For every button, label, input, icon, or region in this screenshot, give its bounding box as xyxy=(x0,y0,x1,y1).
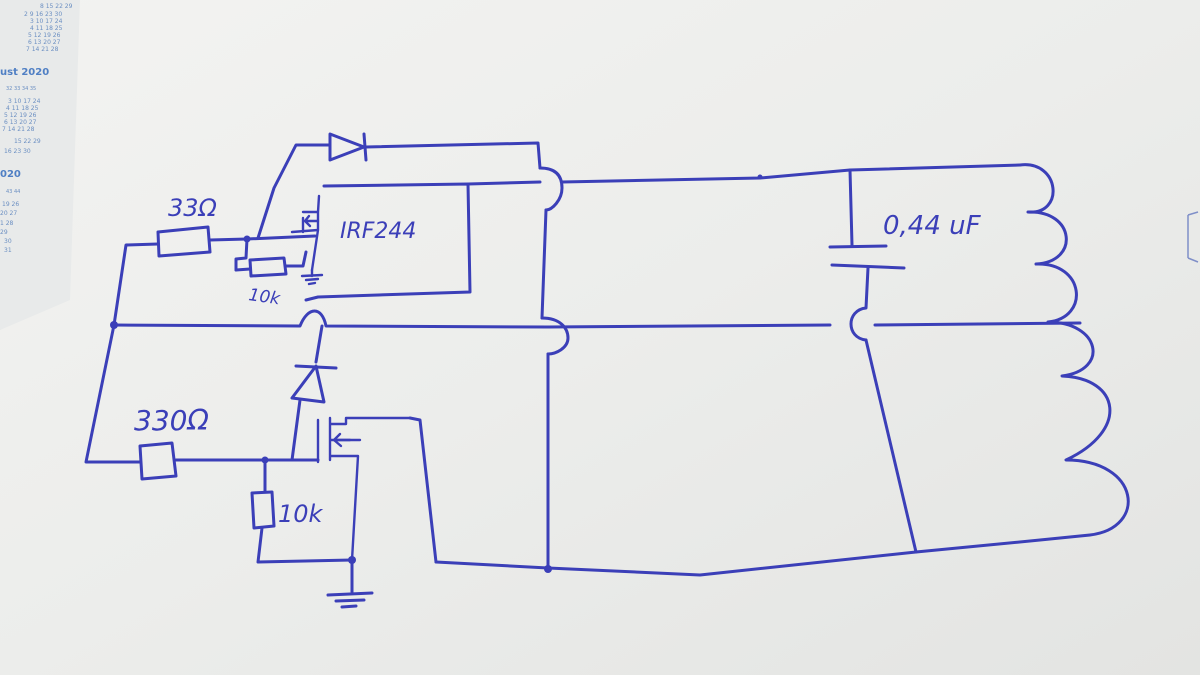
wire-10k-upper-right xyxy=(234,250,308,272)
cal-row: 5 12 19 26 xyxy=(28,32,61,39)
wire-diode-lower-top xyxy=(314,324,324,364)
wire-cap-top xyxy=(848,168,854,247)
mosfet-upper xyxy=(290,194,321,272)
cal-row: 7 14 21 28 xyxy=(2,126,35,133)
ground-upper xyxy=(300,268,324,286)
label-resistor-33: 33Ω xyxy=(168,194,218,222)
mosfet-box-upper xyxy=(304,182,472,302)
circuit-labels: 33Ω 10k IRF244 0,44 uF 330Ω 10k xyxy=(134,194,982,528)
wire-10k-lower-bottom xyxy=(256,526,354,564)
bottom-rail xyxy=(434,550,918,577)
cal-row: 1 28 xyxy=(0,220,14,227)
wire-mosfet-lower-drain xyxy=(408,416,438,564)
cal-row: 7 14 21 28 xyxy=(26,46,59,53)
ground-lower xyxy=(326,558,374,609)
cal-row: 15 22 29 xyxy=(14,138,41,145)
wire-10k-upper-left xyxy=(234,237,249,272)
hop-top-rail xyxy=(538,166,564,212)
edge-mark xyxy=(1187,211,1199,263)
label-capacitor: 0,44 uF xyxy=(883,211,982,241)
cal-row: 4 11 18 25 xyxy=(6,105,39,112)
capacitor-plate-top xyxy=(828,244,888,249)
label-resistor-10k-upper: 10k xyxy=(247,285,282,309)
calendar-print: 8 15 22 29 2 9 16 23 30 3 10 17 24 4 11 … xyxy=(0,3,73,254)
diode-lower-body xyxy=(290,364,326,404)
cal-row: 20 27 xyxy=(0,210,17,217)
label-resistor-10k-lower: 10k xyxy=(278,500,324,528)
cal-row: 6 13 20 27 xyxy=(28,39,61,46)
wire-cap-to-bottom xyxy=(864,338,918,554)
calendar-month: ust 2020 xyxy=(0,67,49,78)
cal-row: 5 12 19 26 xyxy=(4,112,37,119)
middle-rail-right xyxy=(873,321,1082,327)
wire-cap-bottom-hop xyxy=(849,266,870,342)
coil-inductor xyxy=(914,163,1130,554)
cal-row: 4 11 18 25 xyxy=(30,25,63,32)
wire-diode-lower-bottom xyxy=(290,398,302,462)
calendar-month: 020 xyxy=(0,169,21,180)
label-resistor-330: 330Ω xyxy=(134,404,209,437)
cal-row: 19 26 xyxy=(2,201,19,208)
resistor-10k-upper xyxy=(248,256,288,278)
wire-left-lower xyxy=(84,323,142,464)
bus-vertical-upper xyxy=(540,208,548,320)
resistor-10k-lower xyxy=(250,490,276,530)
cal-row: 2 9 16 23 30 xyxy=(24,11,62,18)
mosfet-lower-arrow xyxy=(332,432,352,448)
cal-row: 3 10 17 24 xyxy=(30,18,63,25)
middle-rail xyxy=(112,309,832,329)
cal-row: 3 10 17 24 xyxy=(8,98,41,105)
cal-row: 31 xyxy=(4,247,12,254)
cal-row: 30 xyxy=(4,238,12,245)
resistor-330-ohm xyxy=(138,441,178,481)
diode-upper-body xyxy=(328,132,366,162)
calendar-weeks: 43 44 xyxy=(6,189,20,195)
hop-middle-bus xyxy=(540,316,570,356)
circuit-drawing xyxy=(84,132,1130,609)
calendar-sheet xyxy=(0,0,95,330)
label-mosfet-type: IRF244 xyxy=(340,219,416,244)
resistor-33-ohm xyxy=(156,225,212,258)
top-rail xyxy=(466,163,1022,186)
cal-row: 29 xyxy=(0,229,8,236)
cal-row: 6 13 20 27 xyxy=(4,119,37,126)
mosfet-upper-arrow xyxy=(303,214,320,228)
junction-dot xyxy=(757,174,763,180)
wire-left-upper xyxy=(112,242,160,327)
calendar-weeks: 32 33 34 35 xyxy=(6,86,36,92)
cal-row: 8 15 22 29 xyxy=(40,3,73,10)
wire-diode-upper-left xyxy=(256,143,332,240)
cal-row: 16 23 30 xyxy=(4,148,31,155)
wire-diode-upper-right xyxy=(364,141,542,170)
